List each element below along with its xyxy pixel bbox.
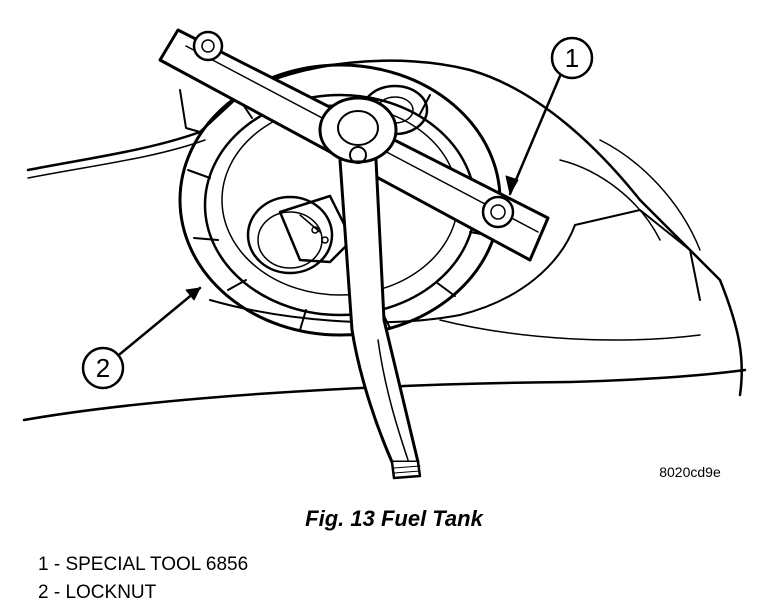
callout-2-leader [81, 286, 202, 390]
ratchet-handle [318, 96, 422, 480]
electrical-connector [246, 194, 354, 275]
callout-1-number: 1 [565, 43, 579, 73]
figure-caption: Fig. 13 Fuel Tank [305, 506, 483, 531]
callout-1-leader [505, 36, 594, 196]
callout-2-number: 2 [96, 353, 110, 383]
fuel-tank-body [22, 59, 747, 422]
legend-item-2: 2 - LOCKNUT [38, 582, 157, 603]
figure-reference-code: 8020cd9e [659, 464, 721, 480]
fuel-tank-illustration: 1 2 8020cd9e [22, 28, 747, 480]
legend-item-1: 1 - SPECIAL TOOL 6856 [38, 554, 249, 575]
callout-legend: 1 - SPECIAL TOOL 6856 2 - LOCKNUT [38, 551, 248, 607]
